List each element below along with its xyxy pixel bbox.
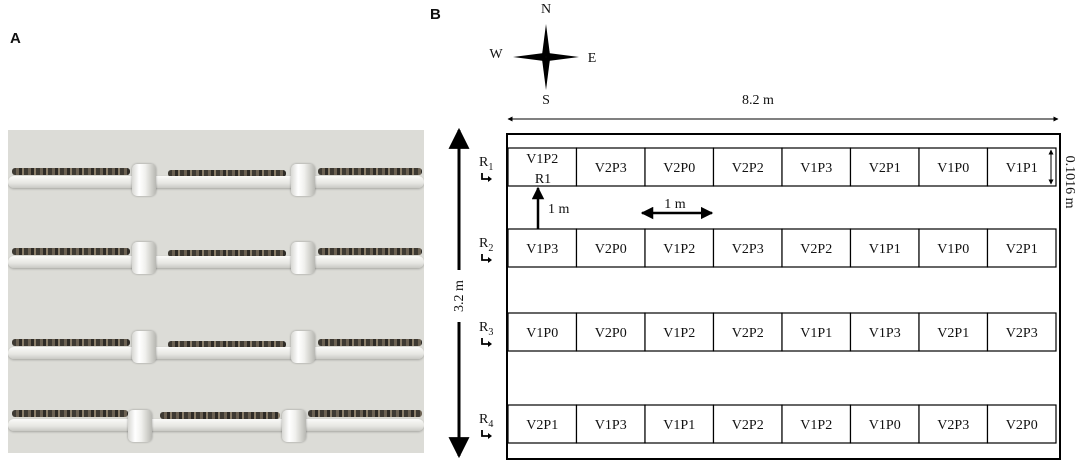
- plot-cell: [644, 312, 715, 352]
- plot-cell-label: V2P3: [1006, 326, 1038, 341]
- plot-cell-label: V2P2: [732, 326, 764, 341]
- plot-cell: [986, 312, 1057, 352]
- plot-cell-label: V1P0: [937, 242, 969, 257]
- plot-cell-label: V2P0: [663, 161, 695, 176]
- plot-cell-label: V2P1: [1006, 242, 1038, 257]
- compass-east: E: [588, 51, 597, 66]
- compass-south: S: [542, 93, 550, 108]
- plot-cell-label: V1P1: [800, 326, 832, 341]
- row-label: R2: [479, 236, 493, 254]
- pipe-diameter-label: 0.1016 m: [1062, 156, 1077, 209]
- planter-row: R2 V1P3 V2P0 V1P2 V2P3 V2P2 V1P1 V1P0 V2P1: [479, 228, 1057, 268]
- plot-cell: [575, 312, 646, 352]
- row-label: R3: [479, 320, 493, 338]
- plot-cell: [986, 404, 1057, 444]
- plot-cell: [575, 404, 646, 444]
- plot-cell: [918, 312, 989, 352]
- plot-cell-label: V2P0: [595, 326, 627, 341]
- row-direction-arrowhead: [488, 341, 492, 347]
- height-dimension-label: 3.2 m: [452, 280, 467, 312]
- plot-cell-label: V1P1: [663, 418, 695, 433]
- plot-cell: [644, 228, 715, 268]
- row-gap-label: 1 m: [548, 202, 570, 217]
- first-cell-subtext: R1: [535, 172, 551, 187]
- panel-b-label: B: [430, 6, 441, 23]
- plot-cell: [507, 404, 578, 444]
- plot-cell: [918, 228, 989, 268]
- plot-cell-label: V1P3: [800, 161, 832, 176]
- plot-cell-label: V1P3: [526, 242, 558, 257]
- plot-cell-label: V2P1: [526, 418, 558, 433]
- row-direction-arrowhead: [488, 176, 492, 182]
- plot-cell: [575, 228, 646, 268]
- plot-cell-label: V2P3: [937, 418, 969, 433]
- row-label: R1: [479, 155, 493, 173]
- plot-cell-label: V1P2: [663, 326, 695, 341]
- plot-cell: [712, 404, 783, 444]
- plot-cell-label: V1P1: [869, 242, 901, 257]
- plot-cell-label: V2P2: [732, 161, 764, 176]
- panel-a-label: A: [10, 30, 21, 47]
- plot-cell-label: V2P0: [595, 242, 627, 257]
- compass-north: N: [541, 2, 551, 17]
- plot-cell: [712, 228, 783, 268]
- row-direction-icon: [481, 430, 489, 437]
- row-direction-icon: [481, 173, 489, 180]
- plot-cell-label: V1P3: [595, 418, 627, 433]
- planter-row: R3 V1P0 V2P0 V1P2 V2P2 V1P1 V1P3 V2P1 V2P3: [479, 312, 1057, 352]
- width-dimension-label: 8.2 m: [742, 93, 774, 108]
- plot-cell: [781, 312, 852, 352]
- row-direction-arrowhead: [488, 433, 492, 439]
- pipe-planter-photo: [8, 130, 424, 453]
- plot-cell-label: V1P0: [869, 418, 901, 433]
- plot-cell-label: V1P0: [937, 161, 969, 176]
- field-boundary: [506, 133, 1061, 460]
- plot-cell-label: V1P2: [663, 242, 695, 257]
- row-direction-icon: [481, 338, 489, 345]
- plot-cell-label: V1P3: [869, 326, 901, 341]
- plot-cell: [849, 147, 920, 187]
- plot-cell-label: V2P2: [732, 418, 764, 433]
- row-label: R4: [479, 412, 493, 430]
- planter-row: R4 V2P1 V1P3 V1P1 V2P2 V1P2 V1P0 V2P3 V2P0: [479, 404, 1057, 444]
- compass-west: W: [489, 47, 503, 62]
- plot-cell: [849, 228, 920, 268]
- plot-cell: [712, 312, 783, 352]
- plot-cell: [849, 404, 920, 444]
- plot-cell-label: V2P3: [732, 242, 764, 257]
- plot-cell: [644, 404, 715, 444]
- plot-cell: [986, 147, 1057, 187]
- plot-cell: [575, 147, 646, 187]
- plot-cell: [781, 147, 852, 187]
- plot-cell-label: V1P0: [526, 326, 558, 341]
- plot-cell-label: V2P2: [800, 242, 832, 257]
- plot-cell: [507, 312, 578, 352]
- plot-cell: [918, 147, 989, 187]
- row-direction-icon: [481, 254, 489, 261]
- plot-cell: [849, 312, 920, 352]
- plot-cell: [918, 404, 989, 444]
- plot-cell-label: V2P1: [869, 161, 901, 176]
- plot-cell-label: V2P3: [595, 161, 627, 176]
- plot-cell-label: V1P2: [526, 152, 558, 167]
- plot-cell-label: V1P2: [800, 418, 832, 433]
- plot-cell-label: V2P1: [937, 326, 969, 341]
- row-direction-arrowhead: [488, 257, 492, 263]
- plot-cell-label: V2P0: [1006, 418, 1038, 433]
- plot-length-label: 1 m: [664, 197, 686, 212]
- plot-cell-label: V1P1: [1006, 161, 1038, 176]
- plot-cell: [781, 228, 852, 268]
- compass-rose: N S E W: [489, 2, 596, 108]
- plot-cell: [644, 147, 715, 187]
- plot-cell: [986, 228, 1057, 268]
